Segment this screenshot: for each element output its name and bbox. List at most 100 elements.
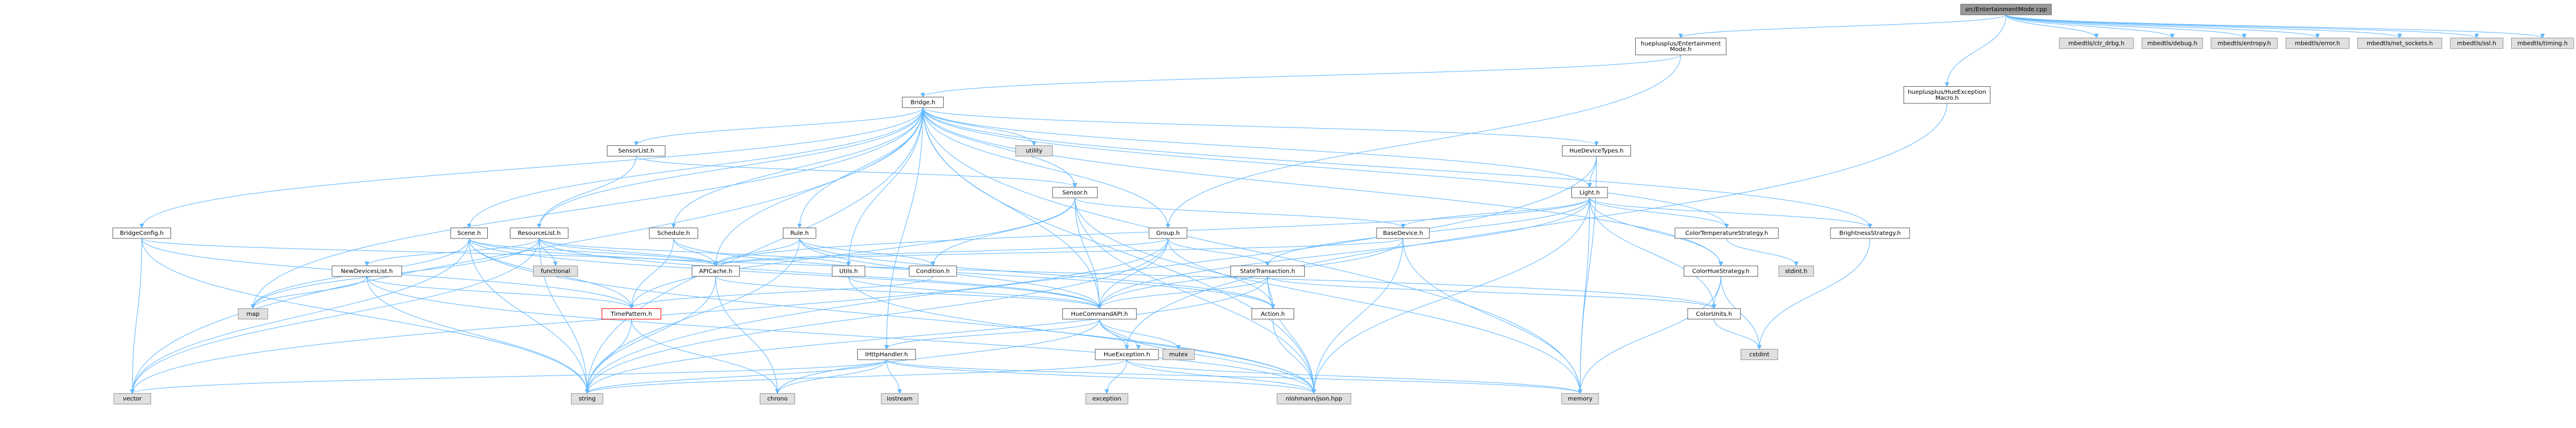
node-basedevice[interactable]: BaseDevice.h [1376,227,1430,239]
node-label: iostream [887,396,913,403]
edge-bridge-to-colorhue [923,107,1724,267]
edge-huecommandapi-to-mutex [1099,319,1181,350]
edge-scene-to-vector [130,238,470,394]
node-httphandler[interactable]: IHttpHandler.h [857,349,916,360]
node-huecommandapi[interactable]: HueCommandAPI.h [1062,308,1137,320]
node-action[interactable]: Action.h [1251,308,1295,320]
edge-bridge-to-utility [923,107,1037,146]
node-label: Group.h [1156,230,1180,237]
node-box [1062,308,1137,320]
edge-apicache-to-huecommandapi [715,276,1102,309]
node-ent-h[interactable]: hueplusplus/EntertainmentMode.h [1635,37,1727,55]
node-apicache[interactable]: APICache.h [691,265,740,277]
node-bridge[interactable]: Bridge.h [902,96,944,108]
edge-colorhue-to-memory [1577,276,1721,394]
edge-httphandler-to-vector [130,359,887,394]
edge-utils-to-json [848,276,1317,394]
node-condition[interactable]: Condition.h [908,265,957,277]
edge-colortemp-to-stdint [1726,238,1799,267]
node-rule[interactable]: Rule.h [783,227,816,239]
node-light[interactable]: Light.h [1571,187,1608,198]
edge-bridge-to-scene [467,107,924,228]
node-utils[interactable]: Utils.h [832,265,865,277]
node-label: exception [1092,396,1121,403]
node-box [1376,227,1430,239]
edge-httphandler-to-memory [886,359,1583,394]
node-label: cstdint [1750,352,1770,358]
node-box [113,393,152,404]
node-label: BaseDevice.h [1383,230,1423,237]
node-label: Macro.h [1935,95,1959,102]
node-label: ColorHueStrategy.h [1692,268,1750,275]
node-timing: mbedtls/timing.h [2511,37,2574,49]
edge-root-to-net-sockets [2006,14,2402,39]
node-hueexception[interactable]: HueException.h [1095,349,1159,360]
edge-huecommandapi-to-atomic [1099,319,1141,350]
node-colortemp[interactable]: ColorTemperatureStrategy.h [1675,227,1779,239]
node-box [1015,145,1053,156]
node-label: mutex [1169,352,1188,358]
node-resourcelist[interactable]: ResourceList.h [510,227,569,239]
node-root[interactable]: src/EntertainmentMode.cpp [1960,4,2052,15]
node-label: HueException.h [1104,352,1150,358]
node-label: vector [123,396,142,403]
node-json: nlohmann/json.hpp [1276,393,1351,404]
node-label: Schedule.h [657,230,690,237]
node-box [1052,187,1098,198]
edge-bridge-to-colortemp [923,107,1730,228]
node-schedule[interactable]: Schedule.h [649,227,698,239]
edge-group-to-action [1167,238,1275,309]
node-box [1675,227,1779,239]
edge-httphandler-to-iostream [886,360,903,394]
edge-sensor-to-basedevice [1074,197,1406,228]
node-label: Mode.h [1670,47,1692,53]
edge-hue-exc-macro-to-hueexception [1124,103,1948,350]
edge-bridge-to-resourcelist [537,107,924,228]
edge-scene-to-huecommandapi [468,238,1102,309]
node-box [1148,227,1187,239]
node-colorunits[interactable]: ColorUnits.h [1687,308,1741,320]
node-label: ColorUnits.h [1696,311,1732,318]
node-box [332,265,402,277]
edge-root-to-debug [2006,14,2175,39]
node-box [1960,4,2052,15]
graph-nodes: src/EntertainmentMode.cpp hueplusplus/Ent… [112,4,2574,404]
node-bridgeconfig[interactable]: BridgeConfig.h [112,227,171,239]
node-sensorlist[interactable]: SensorList.h [606,145,666,156]
node-huedevicetypes[interactable]: HueDeviceTypes.h [1561,145,1632,156]
node-label: TimePattern.h [610,311,652,318]
node-label: Bridge.h [910,99,935,106]
edge-hueexception-to-string [585,359,1127,394]
edge-apicache-to-string [585,276,716,394]
node-label: Scene.h [457,230,481,237]
edge-resourcelist-to-huecommandapi [539,238,1102,309]
edge-root-to-error [2006,14,2320,39]
edge-bridge-to-apicache [713,107,924,267]
node-colorhue[interactable]: ColorHueStrategy.h [1684,265,1758,277]
edge-schedule-to-action [673,238,1275,309]
node-group[interactable]: Group.h [1148,227,1187,239]
node-scene[interactable]: Scene.h [450,227,488,239]
node-net-sockets: mbedtls/net_sockets.h [2357,37,2443,49]
node-sensor[interactable]: Sensor.h [1052,187,1098,198]
node-box [2450,37,2503,49]
dependency-edges [130,14,2545,394]
node-box [238,308,268,320]
node-label: Rule.h [790,230,809,237]
node-label: HueDeviceTypes.h [1569,148,1623,155]
node-statetrans[interactable]: StateTransaction.h [1230,265,1305,277]
edge-statetrans-to-colorunits [1267,276,1717,309]
edge-resourcelist-to-vector [130,238,540,394]
node-box [2511,37,2574,49]
node-timepattern[interactable]: TimePattern.h [601,308,661,320]
edge-light-to-colorhue [1589,198,1724,267]
edge-root-to-timing [2006,14,2545,39]
edge-hueexception-to-json [1126,360,1317,394]
node-box [533,265,578,277]
node-string: string [571,393,603,404]
node-newdevices[interactable]: NewDevicesList.h [332,265,402,277]
node-label: NewDevicesList.h [341,268,393,275]
edge-light-to-colortemp [1589,197,1730,228]
node-brightness[interactable]: BrightnessStrategy.h [1830,227,1910,239]
